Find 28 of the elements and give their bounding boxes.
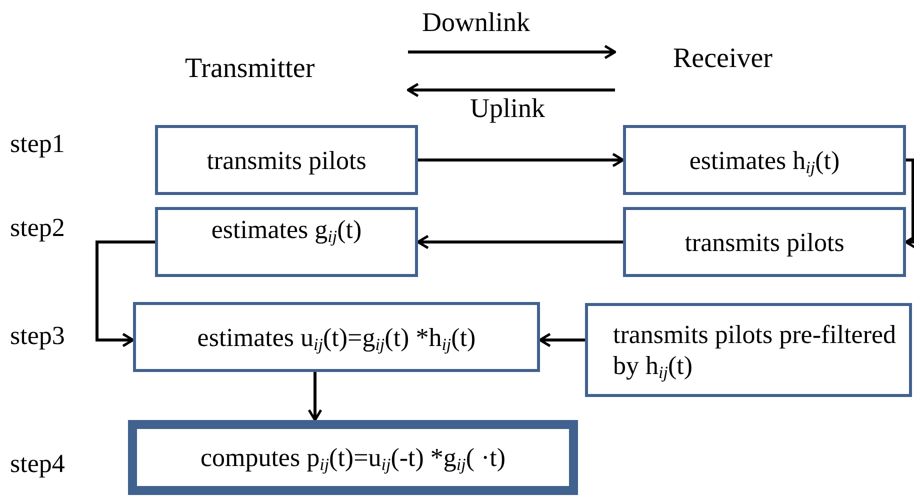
step-text: transmits pilots	[206, 144, 366, 176]
station-label: Transmitter	[185, 53, 315, 85]
step-label: step4	[10, 448, 65, 480]
step-label: step3	[10, 320, 65, 352]
step-text: estimates g$_{ij}$(t)	[211, 214, 362, 245]
process-box	[133, 302, 540, 372]
process-box	[585, 303, 912, 397]
arrow	[904, 158, 914, 250]
arrow	[416, 234, 623, 250]
arrow	[308, 372, 322, 422]
step-label: step2	[10, 212, 65, 244]
arrow	[538, 332, 585, 348]
step-text: estimates h$_{ij}$(t)	[689, 144, 840, 176]
result-box	[128, 420, 578, 495]
step-text: transmits pilots pre-filtered by h$_{ij}$(t)	[613, 319, 898, 381]
arrow	[418, 152, 624, 168]
step-text: transmits pilots	[684, 226, 844, 258]
process-box	[155, 207, 418, 277]
process-box	[623, 207, 906, 277]
step-text: estimates u$_{ij}$(t)=g$_{ij}$(t) *h$_{ij}$(t)	[197, 322, 476, 352]
step-label: step1	[10, 128, 65, 160]
process-box	[623, 125, 906, 195]
arrow-label: Downlink	[422, 6, 530, 38]
arrow	[96, 240, 155, 348]
arrow-label: Uplink	[470, 92, 546, 124]
step-text: computes p$_{ij}$(t)=u$_{ij}$(-t) *g$_{ij}$( ·t)	[200, 442, 506, 473]
process-box	[155, 125, 418, 195]
station-label: Receiver	[673, 43, 772, 75]
